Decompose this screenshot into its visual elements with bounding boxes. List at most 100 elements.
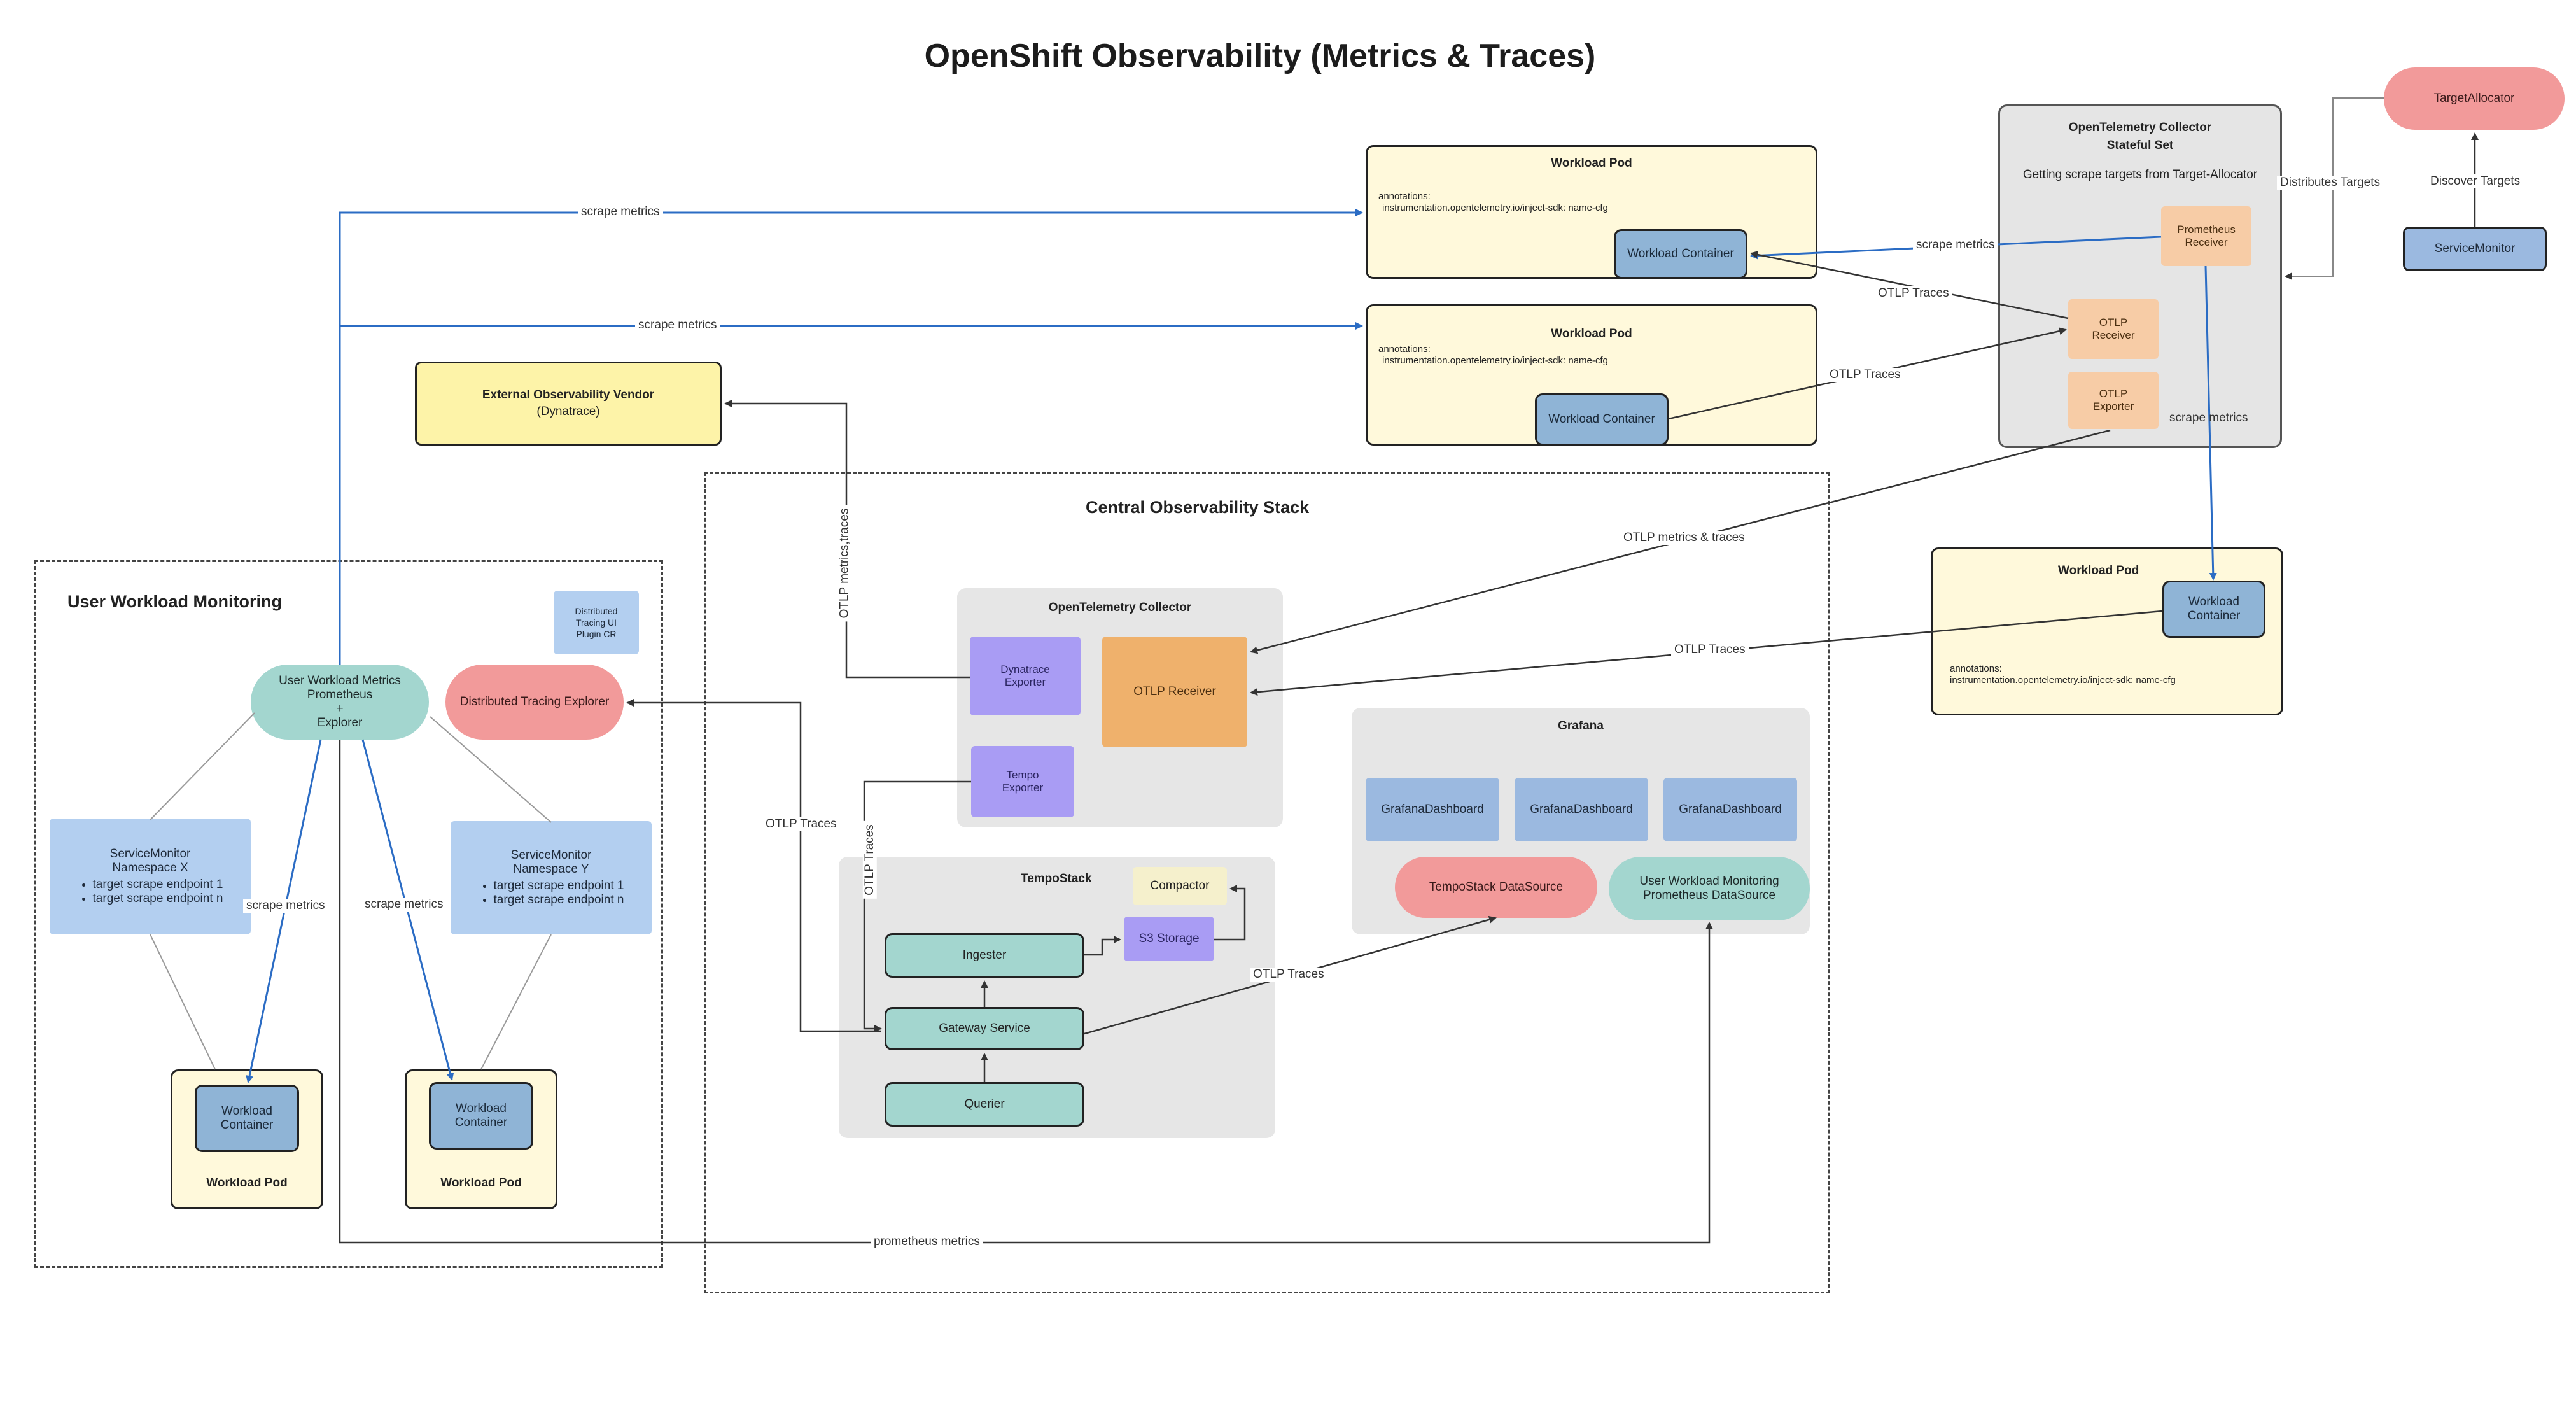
sm-x-label-1: ServiceMonitor bbox=[109, 847, 191, 861]
plugin-label-3: Plugin CR bbox=[576, 629, 617, 639]
uwm-prometheus-datasource[interactable]: User Workload Monitoring Prometheus Data… bbox=[1609, 857, 1810, 920]
service-monitor-right[interactable]: ServiceMonitor bbox=[2403, 227, 2547, 271]
edge-label-otlp-traces-vertical: OTLP Traces bbox=[862, 821, 877, 899]
dynatrace-exp-label-2: Exporter bbox=[1004, 676, 1046, 688]
uwm-group-title: User Workload Monitoring bbox=[67, 592, 283, 611]
page-title: OpenShift Observability (Metrics & Trace… bbox=[924, 38, 1596, 74]
otlp-receiver-central[interactable]: OTLP Receiver bbox=[1102, 637, 1247, 747]
otlp-recv-label-1: OTLP bbox=[2099, 316, 2128, 328]
grafana-dashboard-3[interactable]: GrafanaDashboard bbox=[1663, 778, 1797, 841]
edge-label-prometheus-metrics: prometheus metrics bbox=[871, 1235, 983, 1249]
edge-label-otlp-traces: OTLP Traces bbox=[1875, 286, 1952, 300]
workload-pod-title: Workload Pod bbox=[1551, 157, 1632, 170]
service-monitor-namespace-x[interactable]: ServiceMonitor Namespace X target scrape… bbox=[50, 819, 251, 934]
edge-label-otlp-traces: OTLP Traces bbox=[1671, 643, 1749, 657]
otel-statefulset-desc: Getting scrape targets from Target-Alloc… bbox=[2022, 168, 2258, 181]
edge-label-scrape-metrics: scrape metrics bbox=[2169, 411, 2248, 425]
service-monitor-namespace-y[interactable]: ServiceMonitor Namespace Y target scrape… bbox=[451, 821, 652, 934]
endpoint-item: target scrape endpoint n bbox=[93, 892, 223, 906]
external-vendor-box[interactable]: External Observability Vendor (Dynatrace… bbox=[415, 362, 722, 446]
sm-x-endpoints: target scrape endpoint 1 target scrape e… bbox=[78, 878, 223, 906]
workload-container-right[interactable]: Workload Container bbox=[2162, 581, 2265, 638]
dynatrace-exporter[interactable]: Dynatrace Exporter bbox=[970, 637, 1081, 715]
external-vendor-subtitle: (Dynatrace) bbox=[536, 405, 600, 418]
otlp-exporter-statefulset[interactable]: OTLP Exporter bbox=[2068, 372, 2159, 429]
edge-label-otlp-metrics-traces-vertical: OTLP metrics,traces bbox=[837, 505, 852, 622]
prom-recv-label-2: Receiver bbox=[2185, 236, 2228, 248]
sm-y-label-1: ServiceMonitor bbox=[510, 848, 592, 862]
container-label-1: Workload bbox=[2188, 595, 2239, 609]
workload-container-top-2[interactable]: Workload Container bbox=[1535, 393, 1669, 446]
edge-label-scrape-metrics: scrape metrics bbox=[1913, 238, 1998, 252]
uwm-ds-label-2: Prometheus DataSource bbox=[1642, 889, 1776, 902]
external-vendor-title: External Observability Vendor bbox=[482, 388, 655, 402]
endpoint-item: target scrape endpoint 1 bbox=[494, 879, 624, 893]
annotations-value: instrumentation.opentelemetry.io/inject-… bbox=[1950, 675, 2176, 686]
annotations-value: instrumentation.opentelemetry.io/inject-… bbox=[1382, 355, 1608, 366]
workload-container-left-1[interactable]: Workload Container bbox=[195, 1085, 299, 1152]
grafana-dashboard-2[interactable]: GrafanaDashboard bbox=[1515, 778, 1648, 841]
tempostack-title: TempoStack bbox=[1021, 872, 1092, 885]
edge-label-otlp-traces: OTLP Traces bbox=[762, 817, 840, 831]
workload-pod-title: Workload Pod bbox=[440, 1176, 522, 1190]
gateway-service[interactable]: Gateway Service bbox=[885, 1007, 1084, 1050]
prometheus-receiver[interactable]: Prometheus Receiver bbox=[2161, 206, 2251, 266]
otlp-receiver-statefulset[interactable]: OTLP Receiver bbox=[2068, 299, 2159, 359]
uwm-prom-label-4: Explorer bbox=[317, 716, 363, 729]
annotations-label: annotations: bbox=[1378, 344, 1431, 355]
otel-statefulset-title-1: OpenTelemetry Collector bbox=[2068, 121, 2212, 134]
edge-label-scrape-metrics: scrape metrics bbox=[578, 205, 663, 219]
pod-annotations: annotations: instrumentation.opentelemet… bbox=[1950, 663, 2176, 686]
edge-label-discover-targets: Discover Targets bbox=[2427, 174, 2524, 188]
edge-label-distributes-targets: Distributes Targets bbox=[2277, 176, 2383, 190]
workload-pod-title: Workload Pod bbox=[2058, 564, 2139, 577]
endpoint-item: target scrape endpoint 1 bbox=[93, 878, 223, 892]
tracing-ui-plugin-cr[interactable]: Distributed Tracing UI Plugin CR bbox=[554, 591, 639, 654]
edge-label-otlp-metrics-traces: OTLP metrics & traces bbox=[1620, 531, 1748, 545]
ingester[interactable]: Ingester bbox=[885, 933, 1084, 978]
edge-label-scrape-metrics: scrape metrics bbox=[635, 318, 720, 332]
annotations-label: annotations: bbox=[1950, 663, 2002, 674]
plugin-label-1: Distributed bbox=[575, 606, 618, 616]
container-label-2: Container bbox=[454, 1116, 508, 1129]
tempo-exp-label-1: Tempo bbox=[1006, 769, 1039, 781]
workload-container-left-2[interactable]: Workload Container bbox=[429, 1082, 533, 1150]
plugin-label-2: Tracing UI bbox=[575, 617, 617, 628]
otlp-exp-label-2: Exporter bbox=[2092, 400, 2134, 412]
central-group-title: Central Observability Stack bbox=[1086, 498, 1310, 517]
uwm-prom-label-3: + bbox=[336, 702, 344, 715]
grafana-title: Grafana bbox=[1558, 719, 1604, 733]
annotations-label: annotations: bbox=[1378, 191, 1431, 202]
sm-y-endpoints: target scrape endpoint 1 target scrape e… bbox=[479, 879, 624, 907]
grafana-dashboard-1[interactable]: GrafanaDashboard bbox=[1366, 778, 1499, 841]
workload-pod-title: Workload Pod bbox=[206, 1176, 288, 1190]
otlp-recv-label-2: Receiver bbox=[2092, 329, 2135, 341]
otlp-exp-label-1: OTLP bbox=[2099, 388, 2128, 400]
uwm-ds-label-1: User Workload Monitoring bbox=[1639, 875, 1779, 888]
distributed-tracing-explorer[interactable]: Distributed Tracing Explorer bbox=[445, 665, 624, 740]
s3-storage[interactable]: S3 Storage bbox=[1124, 917, 1214, 961]
dynatrace-exp-label-1: Dynatrace bbox=[1000, 663, 1050, 675]
target-allocator[interactable]: TargetAllocator bbox=[2384, 67, 2565, 130]
edge-label-otlp-traces: OTLP Traces bbox=[1250, 968, 1327, 982]
uwm-prom-label-1: User Workload Metrics bbox=[279, 674, 401, 687]
container-label-1: Workload bbox=[221, 1104, 272, 1118]
compactor[interactable]: Compactor bbox=[1133, 867, 1227, 905]
otel-statefulset-title-2: Stateful Set bbox=[2106, 139, 2174, 152]
tempostack-datasource[interactable]: TempoStack DataSource bbox=[1395, 857, 1597, 918]
pod-annotations: annotations: instrumentation.opentelemet… bbox=[1378, 344, 1608, 367]
otel-collector-title: OpenTelemetry Collector bbox=[1048, 601, 1192, 614]
workload-pod-title: Workload Pod bbox=[1551, 327, 1632, 341]
workload-container-top-1[interactable]: Workload Container bbox=[1614, 229, 1747, 279]
container-label-1: Workload bbox=[456, 1102, 507, 1115]
tempo-exporter[interactable]: Tempo Exporter bbox=[971, 746, 1074, 817]
container-label-2: Container bbox=[2187, 609, 2241, 623]
uwm-prometheus[interactable]: User Workload Metrics Prometheus + Explo… bbox=[251, 665, 429, 740]
edge-label-otlp-traces: OTLP Traces bbox=[1826, 368, 1904, 382]
sm-x-label-2: Namespace X bbox=[112, 861, 188, 875]
uwm-prom-label-2: Prometheus bbox=[307, 688, 373, 701]
sm-y-label-2: Namespace Y bbox=[513, 862, 589, 876]
endpoint-item: target scrape endpoint n bbox=[494, 893, 624, 907]
querier[interactable]: Querier bbox=[885, 1082, 1084, 1127]
tempo-exp-label-2: Exporter bbox=[1002, 782, 1044, 794]
